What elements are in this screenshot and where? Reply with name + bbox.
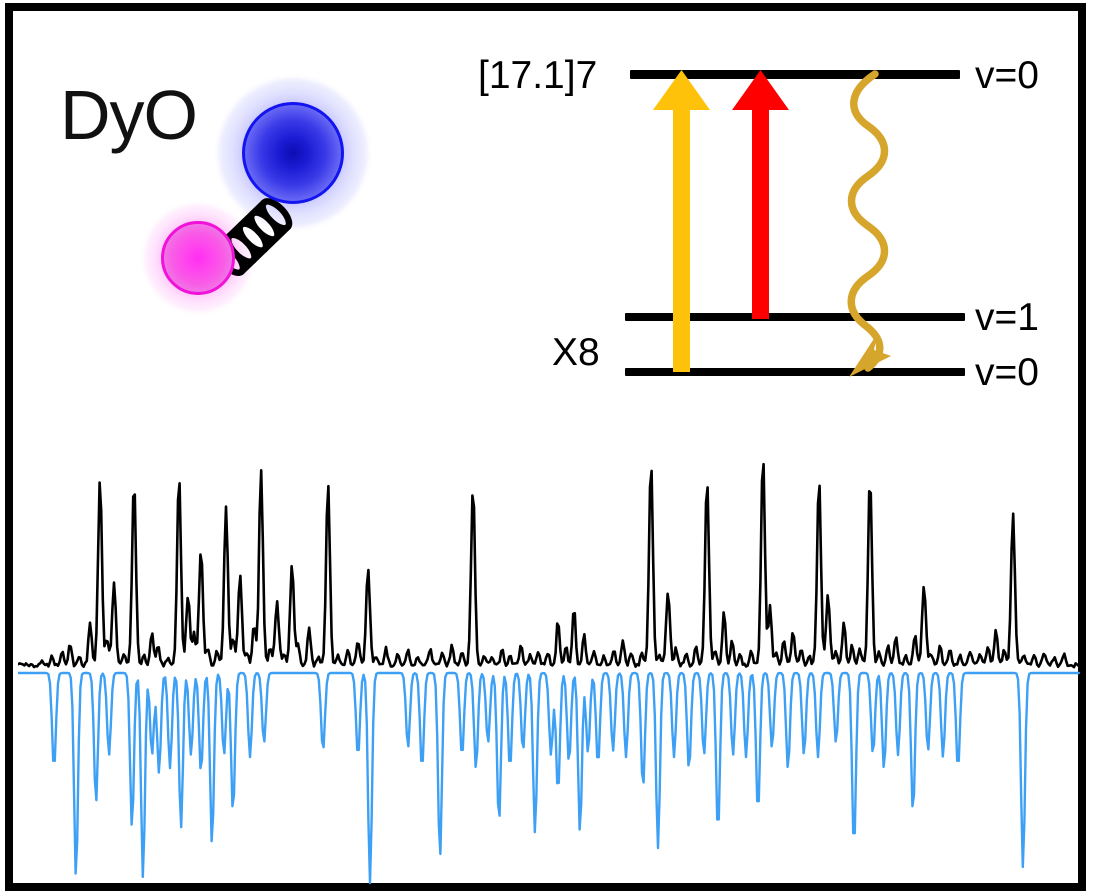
vib-label-upper-v0: v=0 xyxy=(975,54,1039,97)
vib-label-ground-v1: v=1 xyxy=(975,296,1039,339)
energy-level-upper xyxy=(630,70,960,79)
energy-level-ground-v0 xyxy=(625,368,965,376)
upper-state-label: [17.1]7 xyxy=(478,54,598,97)
figure-frame xyxy=(5,3,1086,891)
dysprosium-atom xyxy=(242,102,344,204)
energy-level-ground-v1 xyxy=(625,313,965,321)
energy-level-diagram: [17.1]7 X8 v=0 v=1 v=0 xyxy=(470,40,1070,400)
experimental-spectrum-trace xyxy=(18,462,1080,669)
spectra-chart xyxy=(18,462,1080,885)
molecule-label: DyO xyxy=(60,76,198,154)
fluorescence-wavy-arrow-icon xyxy=(847,70,889,372)
ground-state-label: X8 xyxy=(552,331,600,374)
simulated-spectrum-trace xyxy=(18,671,1080,885)
pump-arrow-icon xyxy=(653,70,710,372)
molecule-illustration: DyO xyxy=(40,60,440,350)
transition-arrows xyxy=(653,70,891,377)
spectra-panel xyxy=(18,425,1080,885)
probe-arrow-icon xyxy=(732,70,789,319)
oxygen-atom xyxy=(161,221,235,295)
vib-label-ground-v0: v=0 xyxy=(975,351,1039,394)
fluorescence-arrowhead-icon xyxy=(849,334,891,377)
